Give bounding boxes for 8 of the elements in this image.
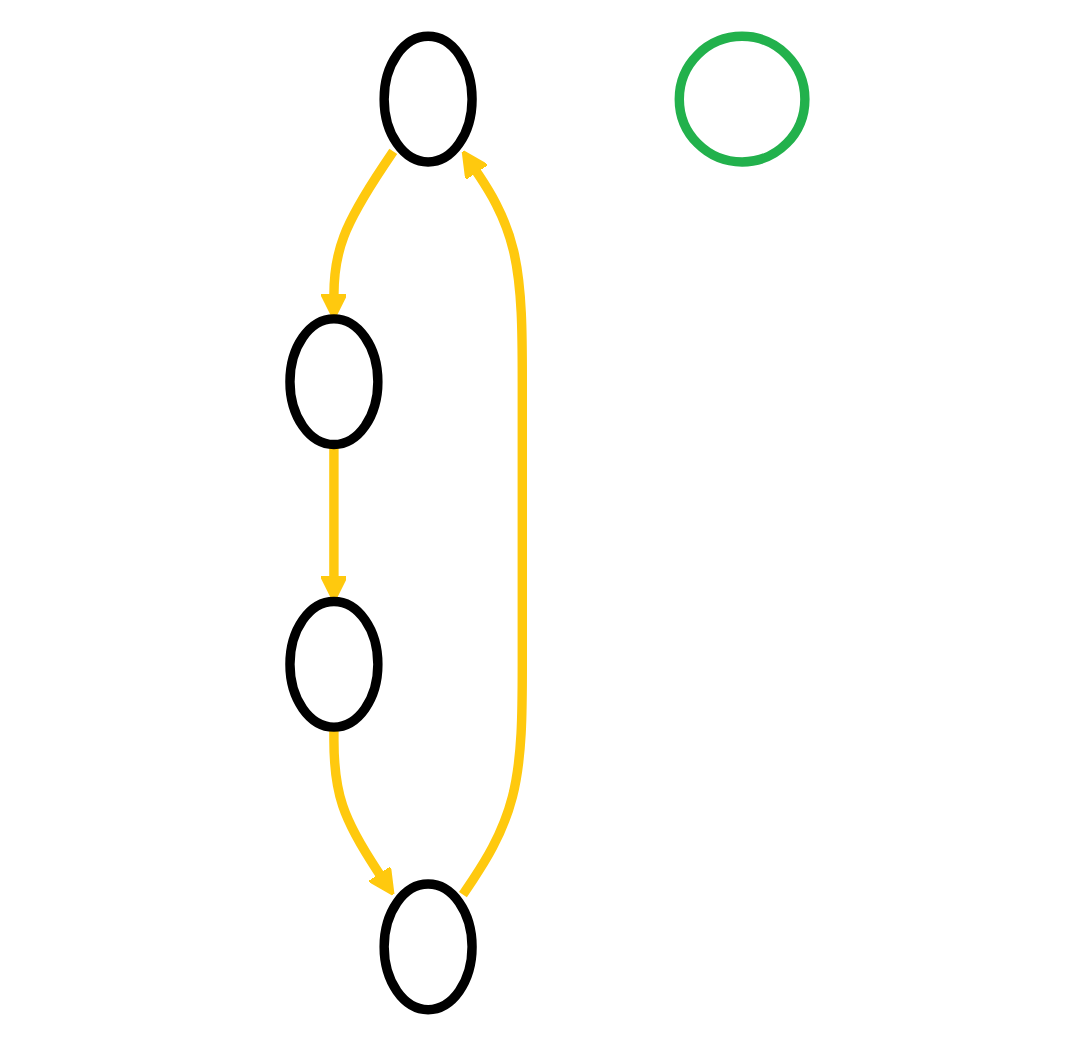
node-circle: [673, 31, 809, 167]
arrow: [319, 444, 347, 603]
node-ellipse: [378, 31, 476, 167]
arrow: [458, 150, 526, 898]
arrow: [328, 727, 394, 896]
node-ellipse: [284, 314, 382, 450]
node-ellipse: [378, 879, 476, 1015]
node-ellipse: [284, 596, 382, 732]
